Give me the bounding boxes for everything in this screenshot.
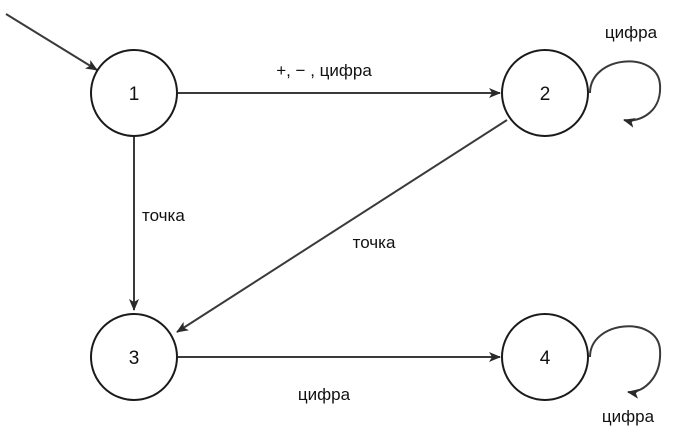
edge-label-3-to-4: цифра [298,385,351,404]
state-node-1: 1 [90,49,178,137]
self-loop-2 [589,60,662,128]
start-arrow [5,13,98,71]
edge-label-1-to-3: точка [142,206,185,225]
edge-label-2-to-3: точка [353,233,396,252]
edge-label-2-loop: цифра [605,23,658,42]
state-node-3: 3 [90,313,178,401]
state-node-4: 4 [501,313,589,401]
edge-label-1-to-2: +, − , цифра [276,61,372,80]
state-label-3: 3 [129,348,140,369]
self-loop-4 [589,325,662,399]
state-label-1: 1 [129,84,140,105]
edge-2-to-3 [176,119,508,333]
state-label-4: 4 [540,348,551,369]
edge-label-4-loop: цифра [602,407,655,426]
state-label-2: 2 [540,84,551,105]
state-node-2: 2 [501,49,589,137]
